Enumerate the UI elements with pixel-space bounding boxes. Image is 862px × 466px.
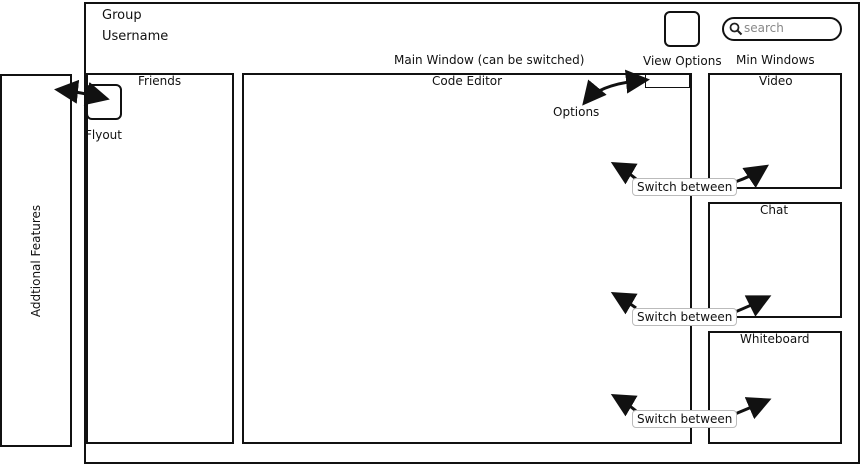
friends-title: Friends bbox=[138, 74, 182, 88]
switch-between-label-1: Switch between bbox=[632, 178, 738, 196]
friends-panel bbox=[86, 73, 234, 444]
video-window[interactable] bbox=[708, 73, 842, 189]
additional-features-label: Addtional Features bbox=[29, 204, 43, 317]
view-options-label: View Options bbox=[643, 54, 722, 68]
code-editor-panel[interactable] bbox=[242, 73, 692, 444]
search-placeholder: search bbox=[744, 21, 784, 35]
group-label: Group bbox=[102, 8, 142, 23]
search-icon bbox=[729, 22, 743, 36]
view-options-button[interactable] bbox=[664, 11, 700, 47]
code-editor-title: Code Editor bbox=[432, 74, 503, 88]
flyout-button[interactable] bbox=[86, 84, 122, 120]
options-label: Options bbox=[553, 105, 600, 119]
whiteboard-window[interactable] bbox=[708, 331, 842, 444]
whiteboard-title: Whiteboard bbox=[740, 332, 810, 346]
main-window-label: Main Window (can be switched) bbox=[394, 53, 585, 67]
min-windows-label: Min Windows bbox=[736, 53, 815, 67]
chat-window[interactable] bbox=[708, 202, 842, 318]
flyout-label: Flyout bbox=[85, 128, 122, 142]
search-input[interactable]: search bbox=[722, 17, 842, 41]
username-label: Username bbox=[102, 29, 169, 44]
additional-features-panel[interactable]: Addtional Features bbox=[0, 74, 72, 447]
video-title: Video bbox=[759, 74, 793, 88]
switch-between-label-3: Switch between bbox=[632, 410, 738, 428]
chat-title: Chat bbox=[760, 203, 789, 217]
editor-options-button[interactable] bbox=[645, 74, 690, 88]
switch-between-label-2: Switch between bbox=[632, 308, 738, 326]
